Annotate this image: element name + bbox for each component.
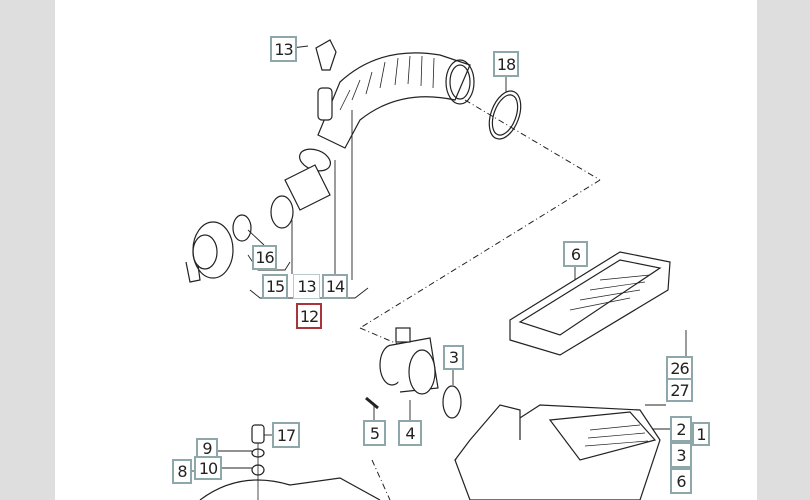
callout-10[interactable]: 10 [194,456,222,480]
callout-9[interactable]: 9 [196,438,218,458]
callout-1[interactable]: 1 [692,422,710,446]
callout-17[interactable]: 17 [272,422,300,448]
airflow-meter-drawing [365,327,462,419]
callout-18[interactable]: 18 [493,51,519,77]
callout-13[interactable]: 13 [270,36,297,62]
callout-2[interactable]: 2 [670,416,692,442]
callout-16[interactable]: 16 [252,245,277,270]
callout-4[interactable]: 4 [398,420,422,446]
callout-26[interactable]: 26 [666,356,693,380]
callout-27[interactable]: 27 [666,378,693,402]
callout-6[interactable]: 6 [563,241,588,267]
callout-15[interactable]: 15 [262,274,288,299]
left-margin-panel [0,0,55,500]
lower-hose-drawing [199,424,381,500]
turbo-connector-drawing [185,148,332,283]
right-margin-panel [757,0,810,500]
air-filter-housing-drawing [454,404,661,500]
callout-6[interactable]: 6 [670,468,692,494]
callout-5[interactable]: 5 [363,420,386,446]
hose-clamp-drawing [488,90,522,140]
assembly-guide-lines [359,99,601,500]
callout-3[interactable]: 3 [443,345,464,370]
callout-3[interactable]: 3 [670,442,692,468]
callout-14[interactable]: 14 [322,274,348,299]
callout-13[interactable]: 13 [293,274,320,299]
callout-8[interactable]: 8 [172,459,192,484]
filter-element-drawing [509,251,671,356]
intake-hose-drawing [315,39,475,149]
callout-12-selected[interactable]: 12 [296,303,322,329]
